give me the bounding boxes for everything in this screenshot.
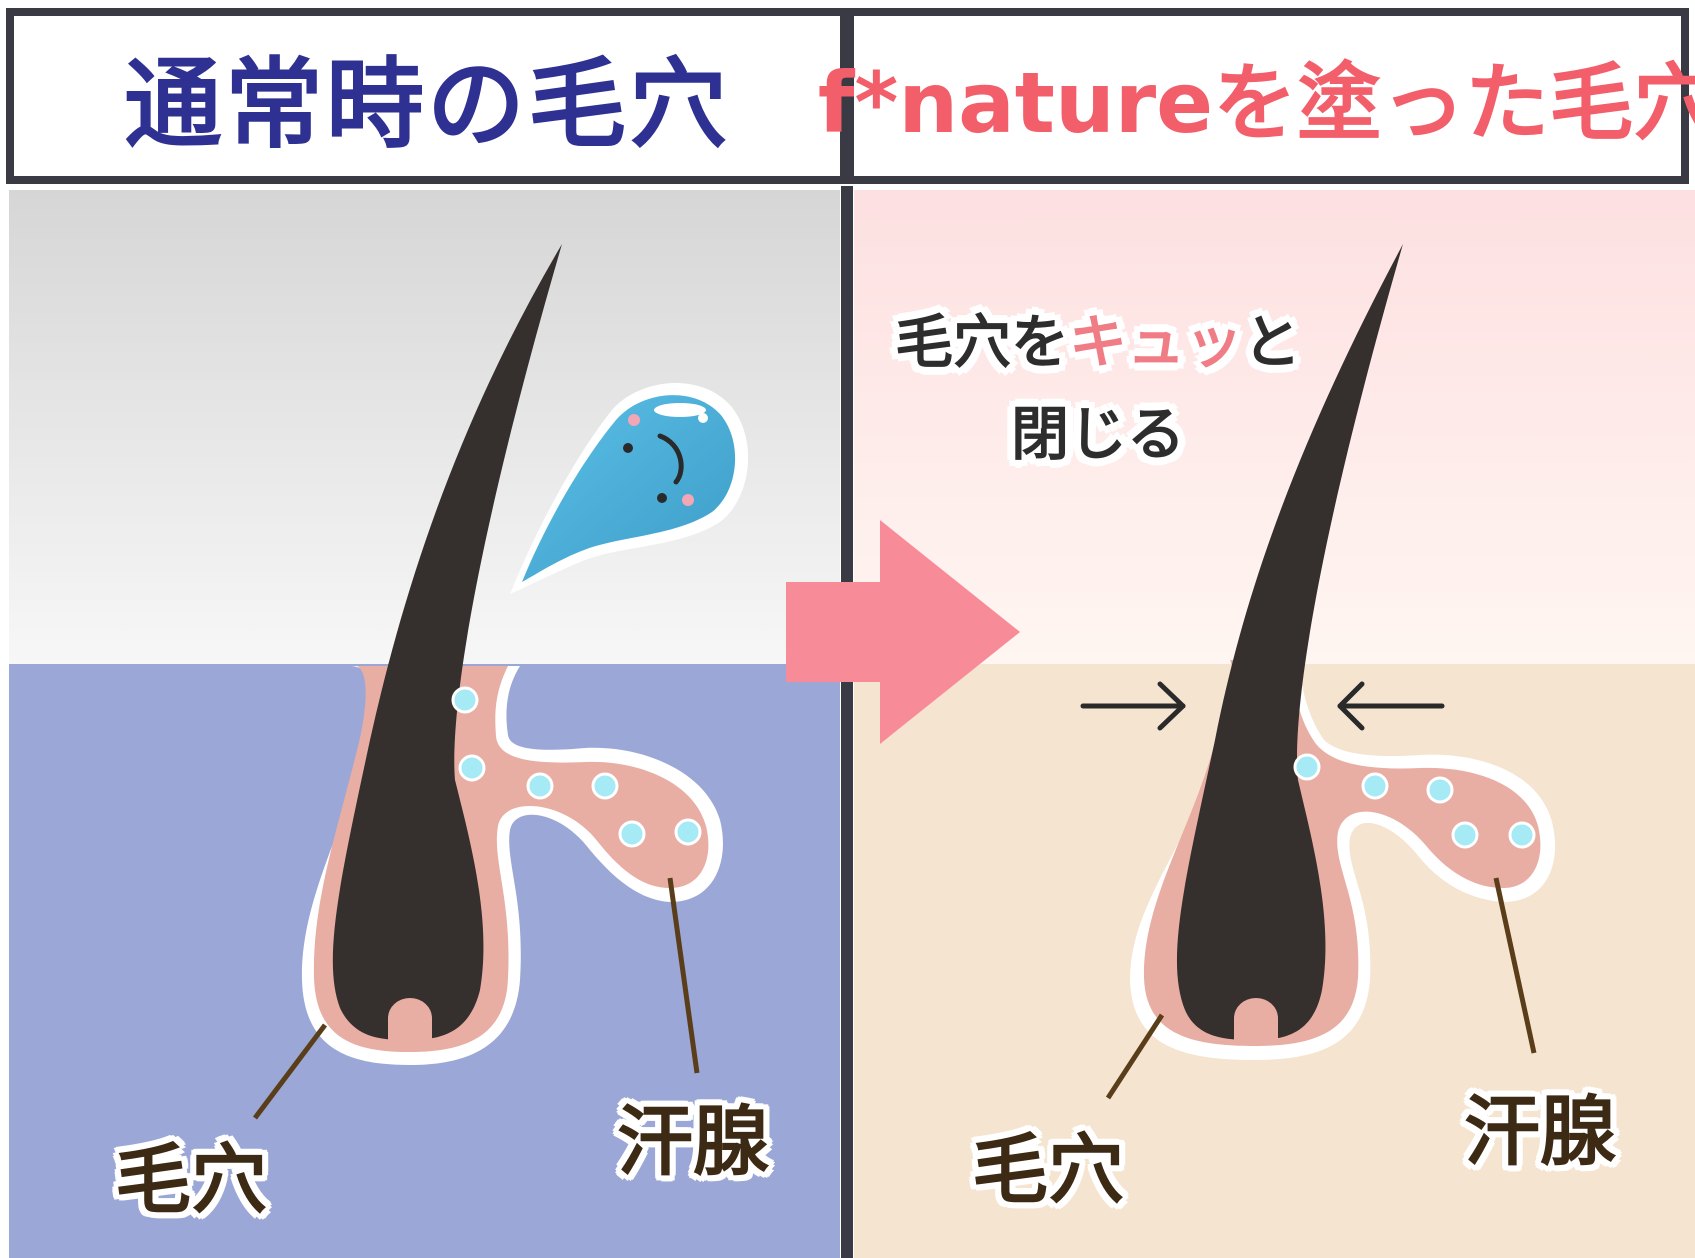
left-pore-label: 毛穴 — [115, 1135, 267, 1224]
left-panel-title: 通常時の毛穴 — [123, 48, 730, 162]
right-pore-pointer — [1105, 1013, 1165, 1100]
sweat-drop-icon — [510, 382, 749, 594]
left-pore-diagram — [253, 244, 723, 1120]
right-sweat-dots — [1293, 753, 1536, 849]
pore-closing-callout: 毛穴をキュッと 閉じる — [880, 296, 1316, 480]
right-pointing-arrow-icon — [1080, 681, 1186, 731]
left-sweat-dots — [451, 686, 702, 848]
right-gland-label: 汗腺 — [1464, 1087, 1616, 1176]
callout-line-1: 毛穴をキュッと — [880, 296, 1316, 388]
left-pointing-arrow-icon — [1337, 681, 1445, 731]
callout-suffix: と — [1243, 308, 1302, 376]
right-pore-diagram — [1105, 244, 1556, 1100]
transition-arrow-icon — [786, 520, 1020, 744]
left-hair — [332, 244, 562, 1040]
right-panel-title: f*natureを塗った毛穴 — [817, 53, 1695, 152]
left-pore-pointer — [253, 1023, 327, 1120]
left-gland-pointer — [667, 877, 700, 1074]
right-gland-pointer — [1493, 877, 1537, 1054]
callout-line-2: 閉じる — [1010, 400, 1185, 468]
callout-prefix: 毛穴を — [894, 308, 1069, 376]
right-pore-label: 毛穴 — [972, 1125, 1124, 1214]
right-panel-header: f*natureを塗った毛穴 — [818, 8, 1695, 184]
left-panel-header: 通常時の毛穴 — [6, 8, 848, 184]
callout-accent: キュッ — [1068, 308, 1243, 376]
right-hair — [1176, 244, 1403, 1040]
left-gland-label: 汗腺 — [617, 1097, 769, 1186]
